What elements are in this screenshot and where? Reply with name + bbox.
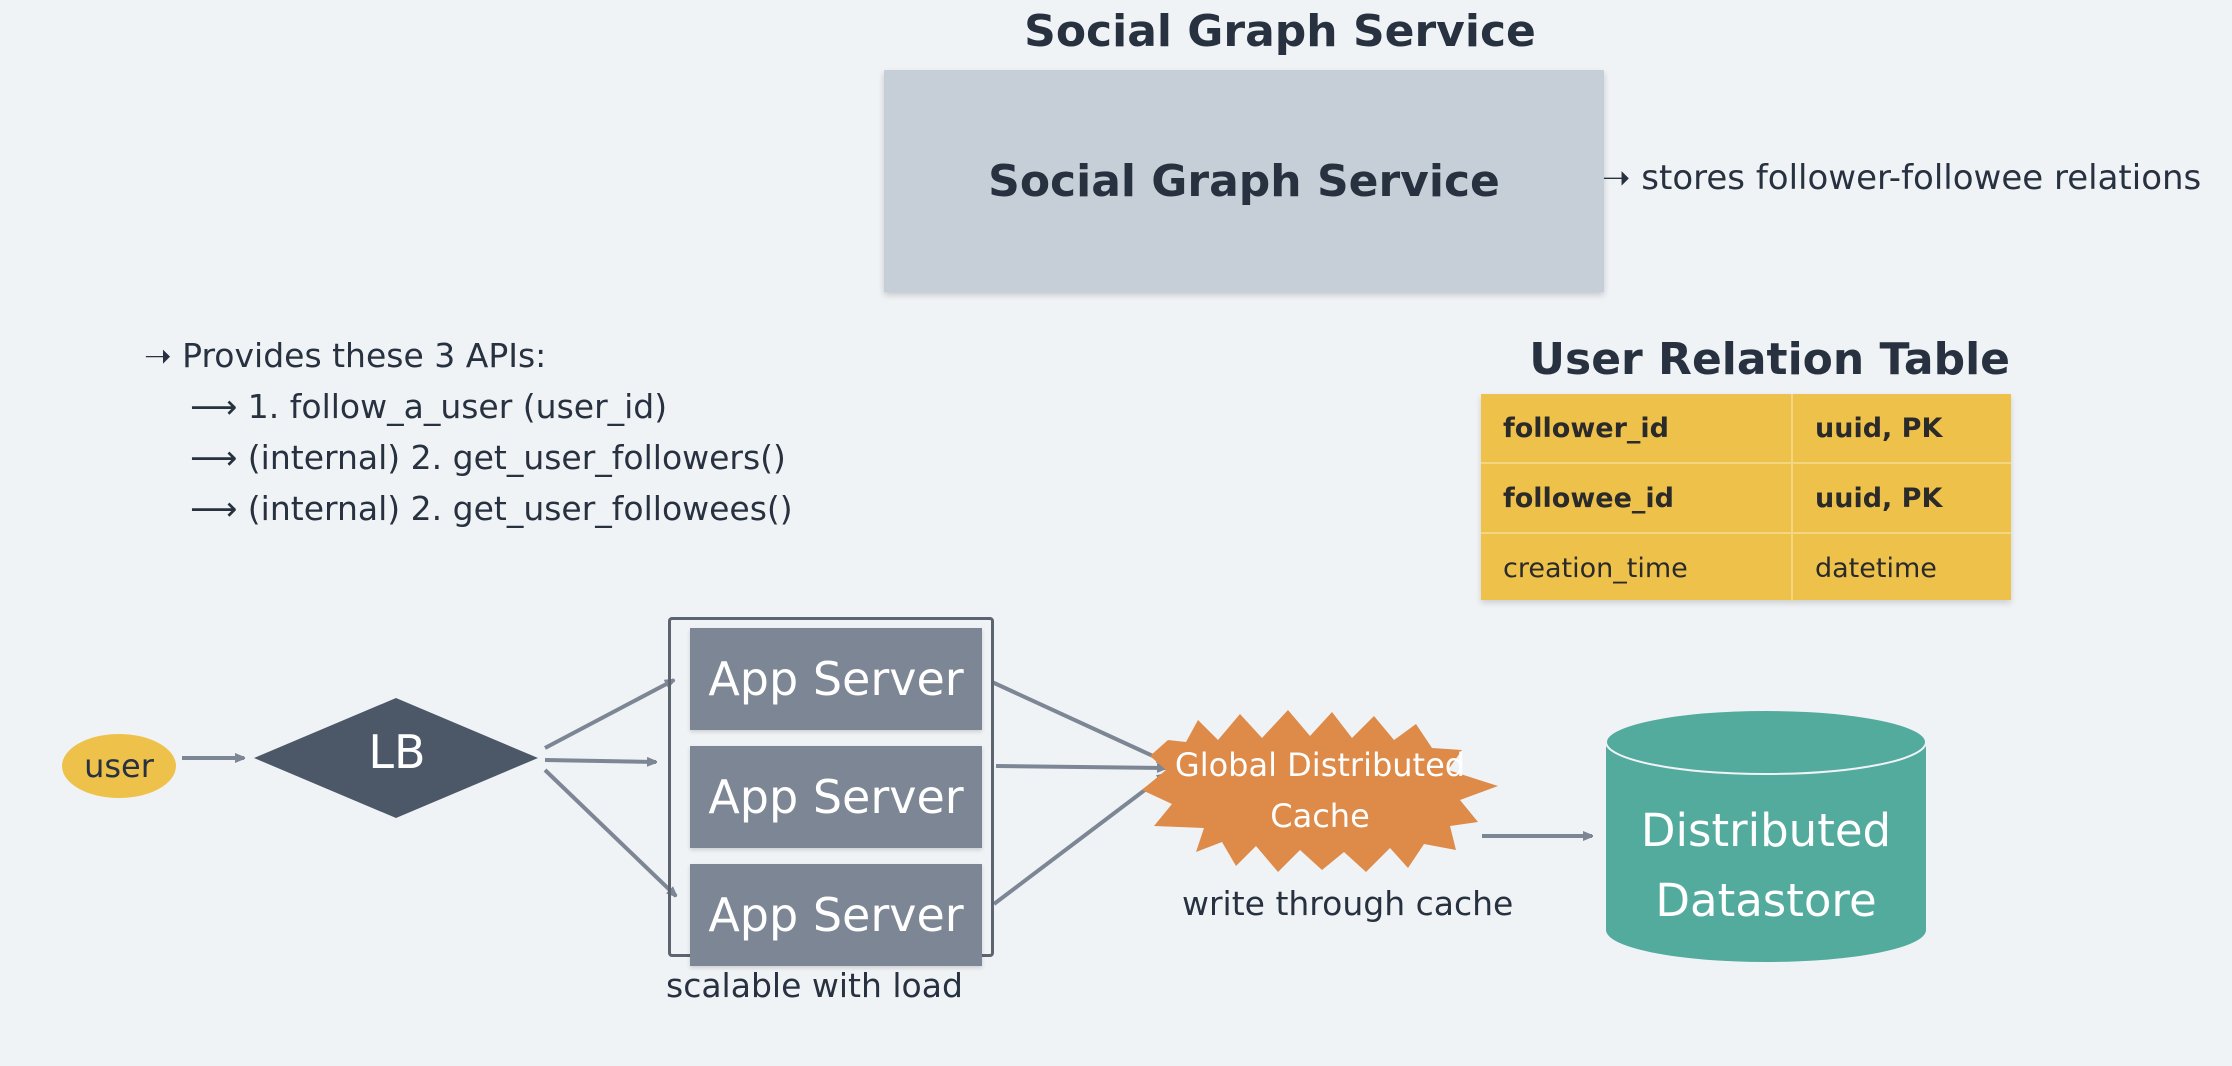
column-type: uuid, PK (1791, 394, 2011, 464)
arrow-app3-cache (992, 774, 1166, 906)
page-title: Social Graph Service (1024, 6, 1536, 57)
api-item: ⟶ (internal) 2. get_user_followees() (190, 489, 793, 528)
datastore-label: Distributed Datastore (1606, 796, 1926, 936)
column-name: creation_time (1481, 532, 1793, 602)
social-graph-service-box: Social Graph Service (884, 70, 1604, 292)
user-label: user (84, 747, 154, 785)
arrow-lb-app3 (543, 768, 676, 896)
relation-table-title: User Relation Table (1529, 334, 2010, 385)
column-type: datetime (1791, 532, 2011, 602)
cache-label-line: Global Distributed (1174, 746, 1466, 784)
app-server-label: App Server (708, 888, 964, 942)
app-server-caption: scalable with load (666, 966, 963, 1005)
arrow-lb-app1 (544, 678, 674, 750)
cache-label-line: Cache (1270, 797, 1370, 835)
datastore-label-line: Distributed (1640, 804, 1892, 857)
arrow-lb-app2 (544, 760, 656, 762)
app-server-node: App Server (690, 746, 982, 848)
api-item: ⟶ (internal) 2. get_user_followers() (190, 438, 786, 477)
relation-table: follower_id uuid, PK followee_id uuid, P… (1481, 394, 2011, 602)
api-list: ➝ Provides these 3 APIs: ⟶ 1. follow_a_u… (144, 330, 793, 534)
column-type: uuid, PK (1791, 462, 2011, 534)
table-row: follower_id uuid, PK (1481, 394, 2011, 464)
table-row: creation_time datetime (1481, 532, 2011, 602)
cache-caption: write through cache (1182, 884, 1514, 923)
lb-diamond (254, 698, 538, 818)
datastore-top (1605, 709, 1927, 775)
user-node: user (62, 734, 176, 798)
arrow-app1-cache (991, 680, 1166, 764)
social-graph-service-label: Social Graph Service (988, 155, 1500, 207)
api-heading: ➝ Provides these 3 APIs: (144, 336, 547, 375)
table-row: followee_id uuid, PK (1481, 462, 2011, 534)
arrow-app2-cache (995, 766, 1166, 768)
cache-starburst (1142, 710, 1498, 872)
column-name: follower_id (1481, 394, 1793, 464)
app-server-label: App Server (708, 652, 964, 706)
datastore-cylinder (1606, 710, 1926, 962)
lb-label: LB (368, 725, 426, 779)
app-server-node: App Server (690, 864, 982, 966)
app-server-label: App Server (708, 770, 964, 824)
column-name: followee_id (1481, 462, 1793, 534)
service-note: ➝ stores follower-followee relations (1602, 158, 2202, 198)
app-server-node: App Server (690, 628, 982, 730)
api-item: ⟶ 1. follow_a_user (user_id) (190, 387, 668, 426)
datastore-label-line: Datastore (1655, 874, 1877, 927)
cache-label: Global Distributed Cache (1160, 740, 1480, 842)
